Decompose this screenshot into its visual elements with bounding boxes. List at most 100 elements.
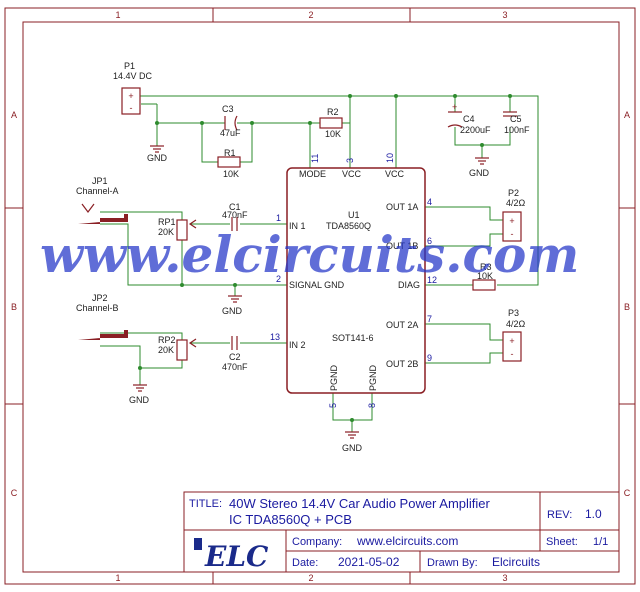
p1-power-connector: + - P1 14.4V DC [113, 61, 153, 115]
row-label-a: A [11, 110, 17, 120]
pin-pgnd2-number: 8 [367, 403, 377, 408]
pin-in1-number: 1 [276, 213, 281, 223]
p2-minus-mark: - [511, 229, 514, 239]
p2-value: 4/2Ω [506, 198, 526, 208]
p2-ref: P2 [508, 188, 519, 198]
pin-out1a-number: 4 [427, 197, 432, 207]
r3-resistor: R3 10K [472, 262, 496, 291]
sheet-value: 1/1 [593, 536, 608, 548]
p3-minus-mark: - [511, 349, 514, 359]
r2-value: 10K [325, 129, 341, 139]
row-label-b: B [11, 302, 17, 312]
c2-capacitor: C2 470nF [222, 336, 248, 372]
c5-ref: C5 [510, 114, 522, 124]
p2-plus-mark: + [509, 216, 514, 226]
company-value: www.elcircuits.com [356, 534, 458, 548]
pin-sgnd-number: 2 [276, 274, 281, 284]
pin-in2-label: IN 2 [289, 340, 306, 350]
pin-out1b-label: OUT 1B [386, 241, 418, 251]
title-line-1: 40W Stereo 14.4V Car Audio Power Amplifi… [229, 496, 491, 511]
r2-ref: R2 [327, 107, 339, 117]
c4-capacitor: + C4 2200uF [447, 102, 491, 135]
p1-value: 14.4V DC [113, 71, 153, 81]
gnd-label-5: GND [342, 443, 363, 453]
col-label-2: 2 [308, 10, 313, 20]
pin-pgnd1-label: PGND [329, 364, 339, 391]
watermark-text: www.elcircuits.com [40, 225, 579, 284]
p3-ref: P3 [508, 308, 519, 318]
date-value: 2021-05-02 [338, 555, 400, 569]
pin-vcc2-label: VCC [385, 169, 405, 179]
c3-ref: C3 [222, 104, 234, 114]
c4-ref: C4 [463, 114, 475, 124]
r3-value: 10K [477, 271, 493, 281]
pin-out2b-number: 9 [427, 353, 432, 363]
jp1-value: Channel-A [76, 186, 119, 196]
rev-label: REV: [547, 509, 572, 521]
u1-package: SOT141-6 [332, 333, 374, 343]
gnd-label-4: GND [129, 395, 150, 405]
pin-diag-label: DIAG [398, 280, 420, 290]
c1-capacitor: C1 470nF [222, 202, 248, 231]
col-label-3-bottom: 3 [502, 573, 507, 583]
p3-value: 4/2Ω [506, 319, 526, 329]
sheet-label: Sheet: [546, 536, 578, 548]
c2-ref: C2 [229, 352, 241, 362]
pin-in1-label: IN 1 [289, 221, 306, 231]
u1-value: TDA8560Q [326, 221, 371, 231]
junction-dots [138, 94, 512, 422]
pin-sgnd-label: SIGNAL GND [289, 280, 345, 290]
jp2-jack: JP2 Channel-B [76, 293, 128, 340]
pin-out2b-label: OUT 2B [386, 359, 418, 369]
row-label-c-right: C [624, 488, 631, 498]
c2-value: 470nF [222, 362, 248, 372]
p2-speaker-connector: + - P2 4/2Ω [502, 188, 526, 242]
date-label: Date: [292, 557, 318, 569]
pin-mode-number: 11 [310, 154, 320, 163]
p1-minus-mark: - [130, 103, 133, 113]
pin-in2-number: 13 [270, 332, 280, 342]
pin-out2a-number: 7 [427, 314, 432, 324]
pin-out1a-label: OUT 1A [386, 202, 418, 212]
rp1-ref: RP1 [158, 217, 176, 227]
r2-resistor: R2 10K [319, 107, 343, 139]
elc-logo: ELC [204, 540, 269, 573]
c3-capacitor: C3 47uF [220, 104, 241, 138]
row-label-b-right: B [624, 302, 630, 312]
rev-value: 1.0 [585, 507, 602, 521]
rp2-value: 20K [158, 345, 174, 355]
pin-mode-label: MODE [299, 169, 326, 179]
c3-value: 47uF [220, 128, 241, 138]
pin-vcc2-number: 10 [385, 153, 395, 163]
r1-value: 10K [223, 169, 239, 179]
rp2-potentiometer: RP2 20K [158, 335, 197, 361]
rp2-ref: RP2 [158, 335, 176, 345]
rp1-potentiometer: RP1 20K [158, 217, 197, 241]
r1-resistor: R1 10K [217, 148, 241, 179]
u1-ref: U1 [348, 210, 360, 220]
pin-diag-number: 12 [427, 275, 437, 285]
title-label: TITLE: [189, 498, 222, 510]
p1-ref: P1 [124, 61, 135, 71]
drawn-by-value: Elcircuits [492, 555, 540, 569]
gnd-label-2: GND [469, 168, 490, 178]
rp1-value: 20K [158, 227, 174, 237]
pin-pgnd1-number: 5 [328, 403, 338, 408]
title-line-2: IC TDA8560Q + PCB [229, 512, 352, 527]
r1-ref: R1 [224, 148, 236, 158]
c1-value: 470nF [222, 210, 248, 220]
wires [100, 95, 539, 432]
pin-vcc1-label: VCC [342, 169, 362, 179]
gnd-label-3: GND [222, 306, 243, 316]
pin-out2a-label: OUT 2A [386, 320, 418, 330]
row-label-c: C [11, 488, 18, 498]
c5-value: 100nF [504, 125, 530, 135]
c4-plus-mark: + [452, 102, 457, 112]
jp2-value: Channel-B [76, 303, 119, 313]
p3-speaker-connector: + - P3 4/2Ω [502, 308, 526, 362]
drawn-by-label: Drawn By: [427, 557, 478, 569]
pin-out1b-number: 6 [427, 236, 432, 246]
col-label-1-bottom: 1 [115, 573, 120, 583]
pin-pgnd2-label: PGND [368, 364, 378, 391]
